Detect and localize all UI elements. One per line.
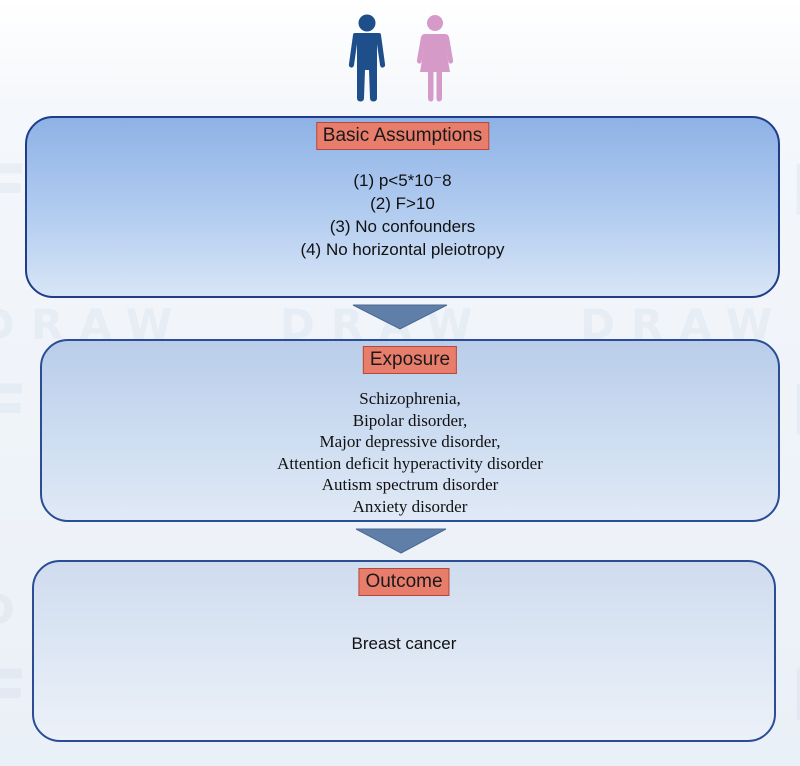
exposure-box: Exposure Schizophrenia, Bipolar disorder… [40, 339, 780, 522]
assumption-item: (4) No horizontal pleiotropy [300, 240, 505, 259]
exposure-list: Schizophrenia, Bipolar disorder, Major d… [42, 388, 778, 517]
exposure-item: Anxiety disorder [352, 496, 468, 516]
assumption-item: (1) p<5*10⁻8 [353, 171, 452, 190]
down-arrow-icon [352, 304, 448, 330]
watermark-text: FIG [790, 655, 800, 737]
basic-assumptions-box: Basic Assumptions (1) p<5*10⁻8 (2) F>10 … [25, 116, 780, 298]
watermark-text: FIG [790, 370, 800, 452]
exposure-item: Autism spectrum disorder [321, 475, 499, 494]
exposure-item: Attention deficit hyperactivity disorder [277, 453, 543, 473]
female-person-icon [416, 15, 454, 102]
outcome-text: Breast cancer [351, 634, 457, 653]
assumption-item: (3) No confounders [329, 217, 476, 236]
down-arrow-icon [355, 528, 447, 554]
exposure-item: Major depressive disorder, [319, 432, 501, 451]
exposure-item: Bipolar disorder, [352, 410, 468, 430]
outcome-title: Outcome [358, 568, 450, 596]
male-person-icon [348, 14, 386, 102]
exposure-item: Schizophrenia, [359, 389, 461, 408]
outcome-box: Outcome Breast cancer [32, 560, 776, 742]
basic-assumptions-title: Basic Assumptions [315, 122, 490, 150]
assumption-item: (2) F>10 [370, 194, 435, 213]
assumption-list: (1) p<5*10⁻8 (2) F>10 (3) No confounders… [27, 169, 778, 261]
exposure-title: Exposure [362, 346, 458, 374]
watermark-text: FIG [790, 150, 800, 232]
